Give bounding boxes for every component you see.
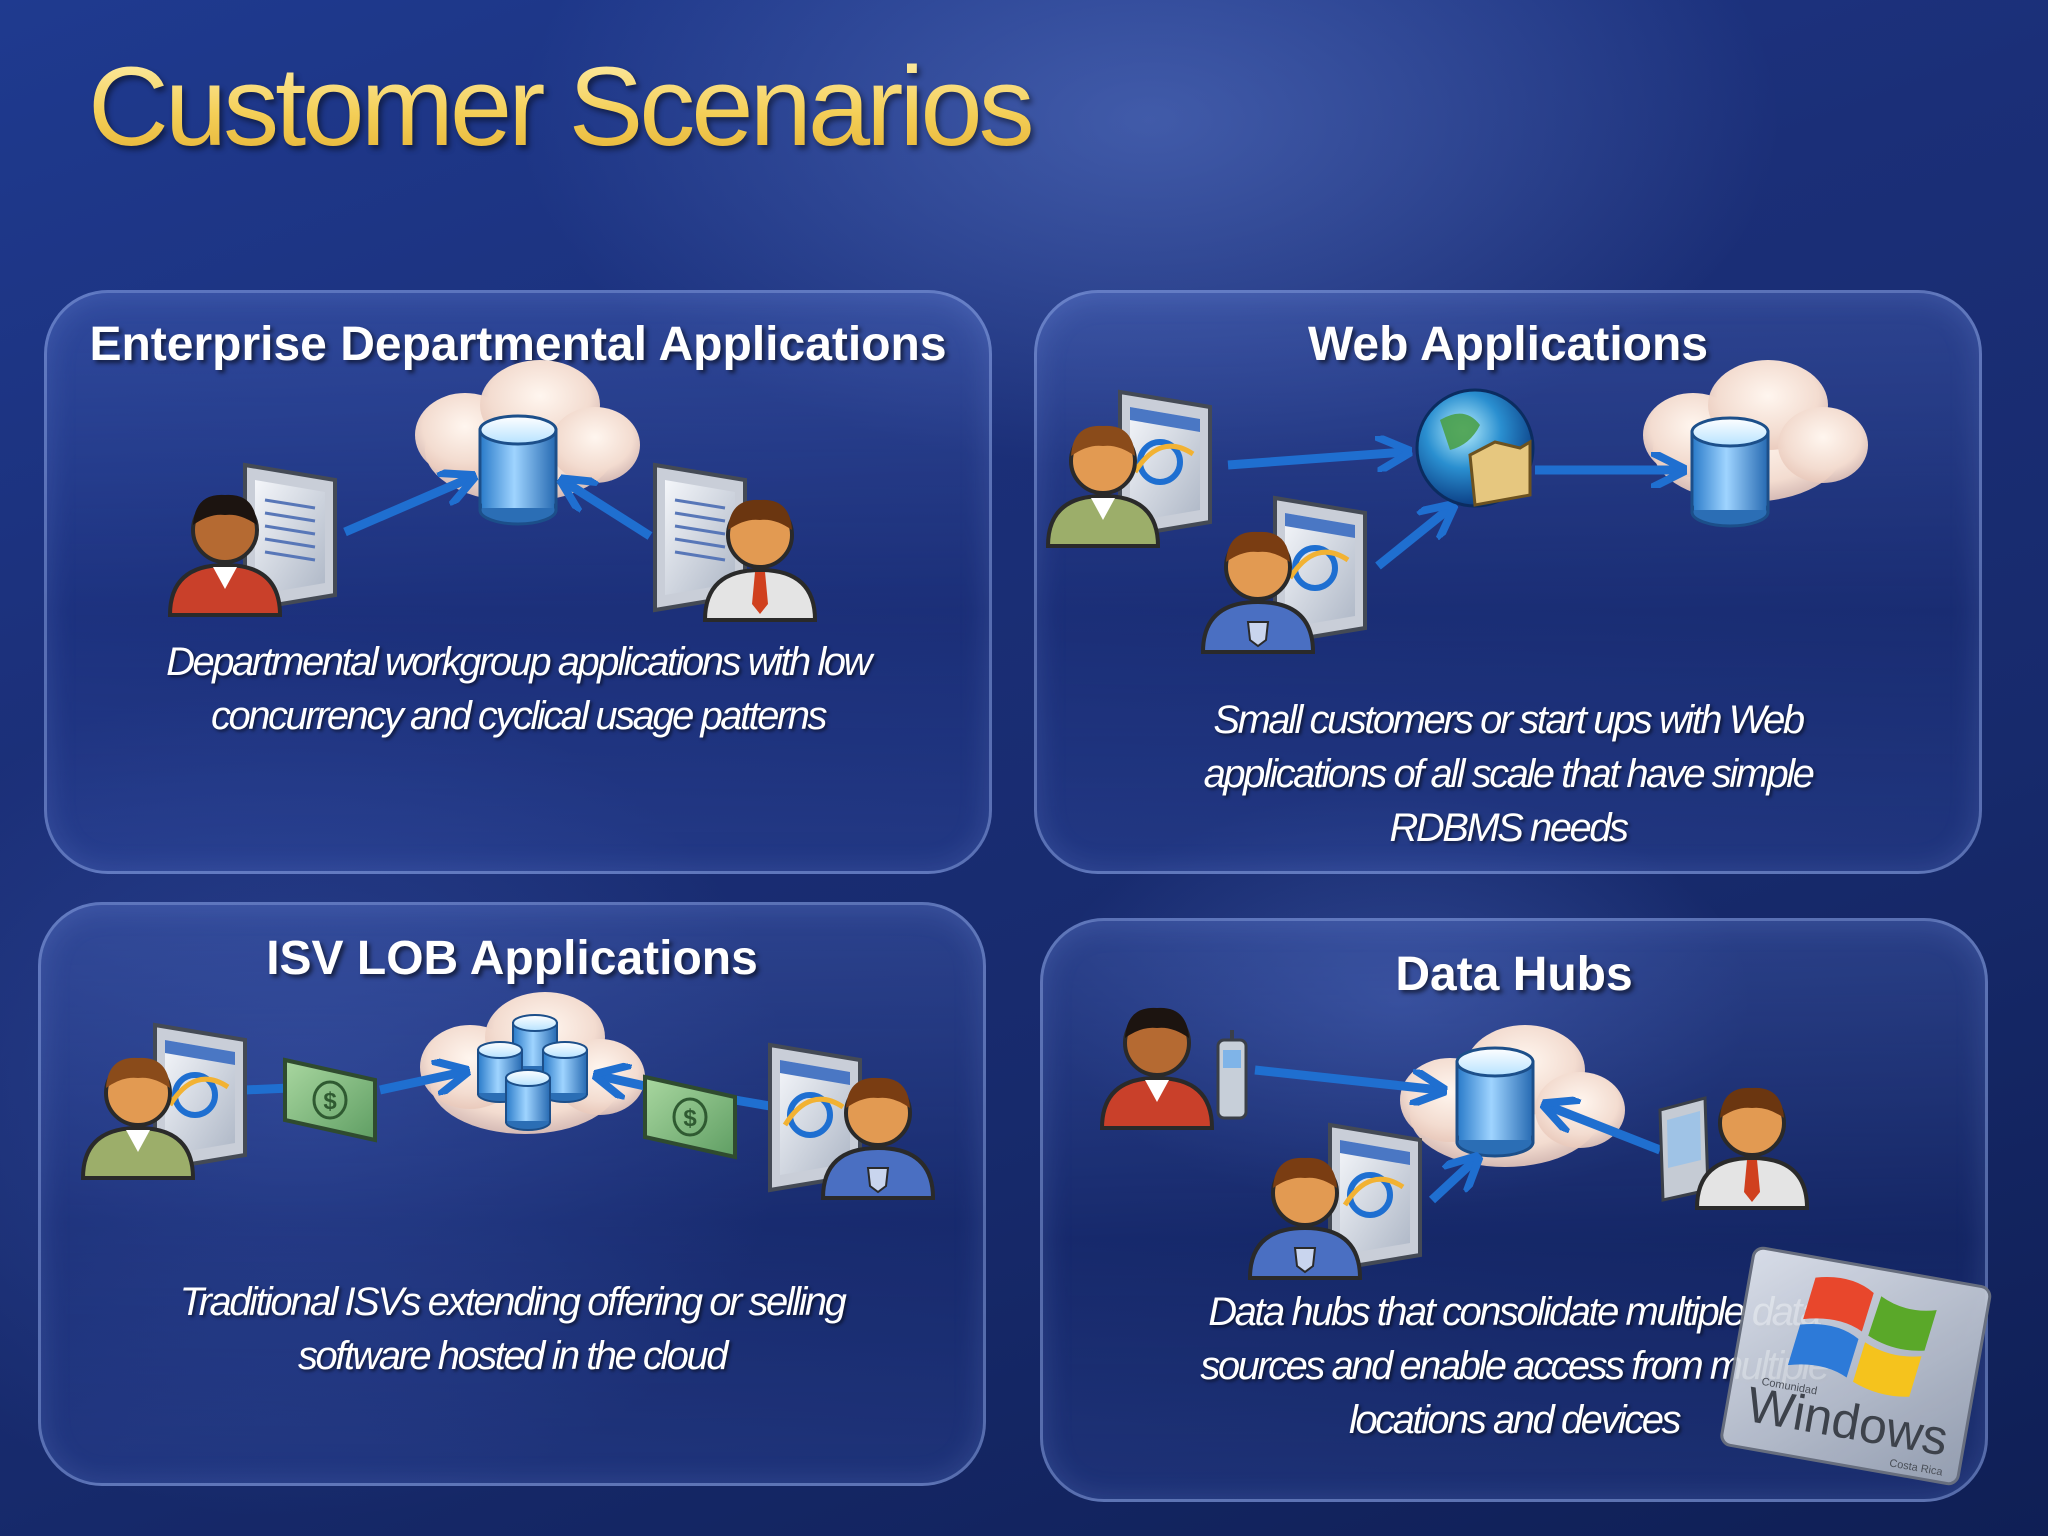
panel-description: Traditional ISVs extending offering or s… <box>61 1275 963 1383</box>
panel-title: Enterprise Departmental Applications <box>89 318 947 371</box>
panel2-illustration <box>1046 360 1868 654</box>
arrow-icon <box>343 478 470 537</box>
panel-description: Data hubs that consolidate multiple data… <box>1063 1285 1965 1447</box>
description-line: RDBMS needs <box>1389 806 1629 850</box>
arrow-icon <box>1548 1106 1662 1155</box>
windows-flag-icon <box>1787 1277 1937 1397</box>
panel-description: Departmental workgroup applications with… <box>67 635 969 743</box>
windows-logo: Comunidad Windows Costa Rica <box>1720 1246 1992 1486</box>
description-line: sources and enable access from multiple <box>1200 1344 1830 1388</box>
description-line: applications of all scale that have simp… <box>1203 752 1815 796</box>
arrow-icon <box>1375 508 1450 570</box>
database-icon <box>1455 1046 1535 1158</box>
user-icon <box>1695 1085 1809 1210</box>
arrow-icon <box>379 1072 463 1090</box>
description-line: Traditional ISVs extending offering or s… <box>179 1280 847 1324</box>
description-line: software hosted in the cloud <box>297 1334 729 1378</box>
description-line: Small customers or start ups with Web <box>1213 698 1805 742</box>
pda-icon <box>1658 1096 1710 1202</box>
panel3-illustration <box>81 992 935 1200</box>
description-line: concurrency and cyclical usage patterns <box>211 694 827 738</box>
money-icon <box>643 1075 737 1159</box>
panel4-illustration <box>1100 1005 1809 1280</box>
arrow-icon <box>1254 1065 1440 1090</box>
description-line: Data hubs that consolidate multiple data <box>1208 1290 1822 1334</box>
panel-data-hubs: Data Hubs Data hubs that consolidate mul… <box>1040 918 1988 1502</box>
description-line: locations and devices <box>1349 1398 1681 1442</box>
arrow-icon <box>1227 452 1405 465</box>
panel-title: Data Hubs <box>1395 948 1633 1001</box>
panel-isv-lob: ISV LOB Applications Traditional ISVs ex… <box>38 902 986 1486</box>
connector-line <box>734 1095 771 1111</box>
user-icon <box>1100 1005 1214 1130</box>
database-icon <box>1690 416 1770 528</box>
slide-title: Customer Scenarios <box>88 44 1035 169</box>
panel1-illustration <box>168 360 817 622</box>
description-line: Departmental workgroup applications with… <box>166 640 872 684</box>
panel-description: Small customers or start ups with Web ap… <box>1057 693 1959 855</box>
panel-title: ISV LOB Applications <box>266 932 758 985</box>
money-icon <box>283 1058 377 1142</box>
connector-line <box>244 1083 291 1095</box>
database-icon <box>478 414 558 526</box>
arrow-icon <box>1428 1160 1475 1204</box>
panel-web-applications: Web Applications Small customers or star… <box>1034 290 1982 874</box>
panel-title: Web Applications <box>1307 318 1709 371</box>
globe-folder-icon <box>1415 388 1535 508</box>
arrow-icon <box>600 1076 646 1086</box>
mobile-phone-icon <box>1216 1030 1248 1120</box>
arrow-icon <box>565 482 653 540</box>
